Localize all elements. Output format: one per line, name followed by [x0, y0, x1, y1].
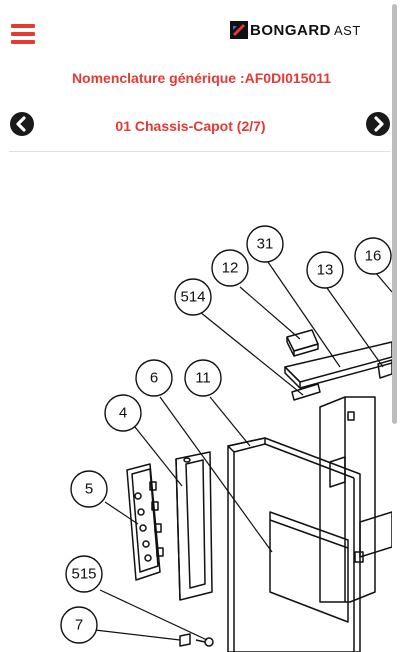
- callout-label-13: 13: [317, 262, 334, 279]
- callout-label-16: 16: [365, 248, 382, 265]
- callout-label-6: 6: [150, 370, 158, 387]
- vertical-scrollbar[interactable]: [392, 4, 397, 424]
- callout-label-11: 11: [195, 370, 211, 387]
- bongard-logo-mark-icon: [230, 21, 248, 39]
- parts-diagram-svg: 31 12 13 16 514 6 11 4 5 515 7: [60, 225, 392, 652]
- hamburger-menu-icon[interactable]: [11, 24, 35, 44]
- nomenclature-title: Nomenclature générique :AF0DI015011: [71, 70, 332, 86]
- callout-11: [184, 359, 222, 397]
- app-header: BONGARD AST: [0, 0, 403, 62]
- callout-6: [135, 359, 173, 397]
- callout-13: [306, 251, 344, 289]
- callout-12: [211, 249, 249, 287]
- callout-515: [65, 555, 103, 593]
- bongard-logo: BONGARD AST: [230, 20, 361, 40]
- callout-label-7: 7: [75, 617, 83, 634]
- callout-label-31: 31: [257, 236, 274, 253]
- callout-7: [60, 606, 98, 644]
- callout-4: [104, 394, 142, 432]
- callout-514: [174, 278, 212, 316]
- callout-label-12: 12: [222, 260, 239, 277]
- chevron-left-icon: [16, 116, 26, 132]
- callout-label-5: 5: [85, 481, 93, 498]
- header-divider: [9, 151, 390, 152]
- chevron-right-icon: [374, 116, 384, 132]
- callout-5: [70, 470, 108, 508]
- exploded-parts-diagram[interactable]: 31 12 13 16 514 6 11 4 5 515 7: [0, 152, 392, 652]
- next-section-button[interactable]: [366, 112, 390, 136]
- callout-label-515: 515: [71, 566, 96, 583]
- callout-label-514: 514: [180, 289, 205, 306]
- section-title: 01 Chassis-Capot (2/7): [115, 118, 266, 134]
- callout-label-4: 4: [119, 405, 127, 422]
- logo-brand-text: BONGARD: [250, 21, 331, 39]
- callout-31: [246, 225, 284, 263]
- logo-suffix-text: AST: [334, 22, 361, 38]
- callout-16: [354, 237, 392, 275]
- section-nav-bar: 01 Chassis-Capot (2/7): [0, 106, 403, 142]
- previous-section-button[interactable]: [10, 112, 34, 136]
